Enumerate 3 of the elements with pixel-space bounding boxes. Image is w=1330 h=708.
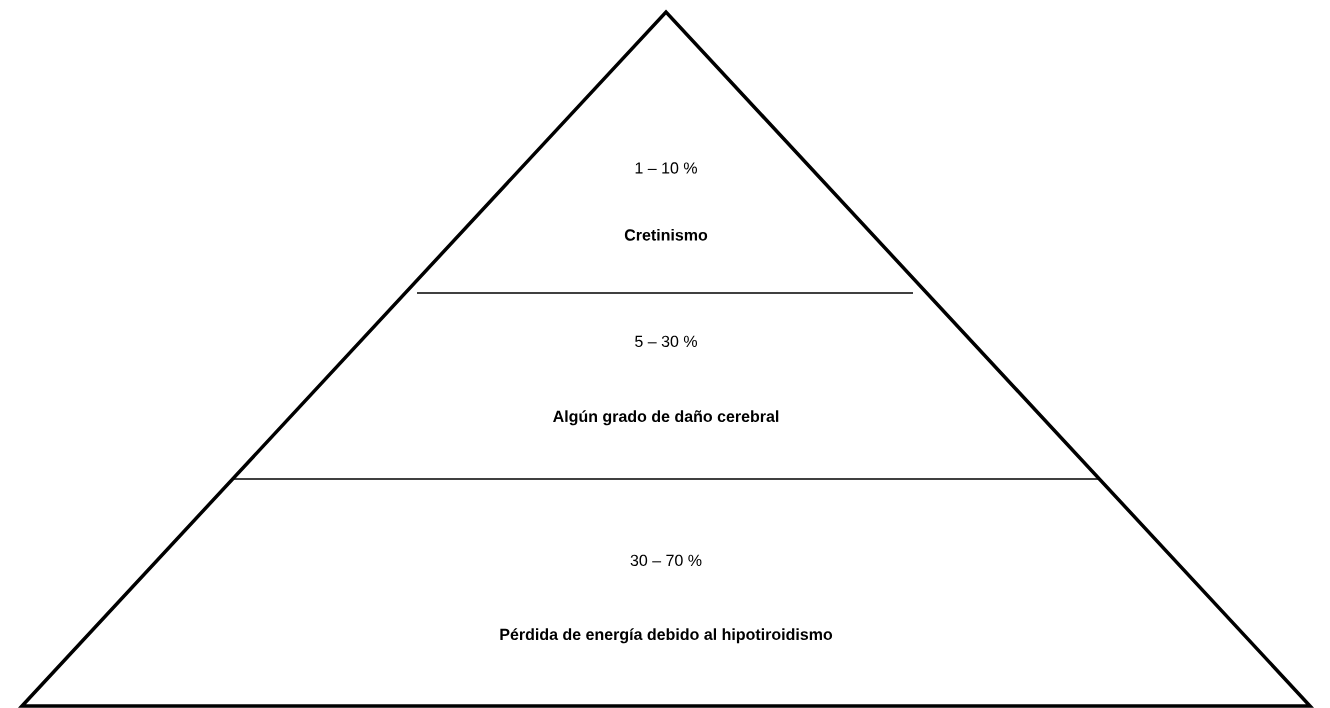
pyramid-level: 5 – 30 % Algún grado de daño cerebral — [553, 335, 779, 426]
pyramid-level: 30 – 70 % Pérdida de energía debido al hipotiroidismo — [500, 554, 833, 644]
pyramid-level: 1 – 10 % Cretinismo — [624, 162, 708, 241]
